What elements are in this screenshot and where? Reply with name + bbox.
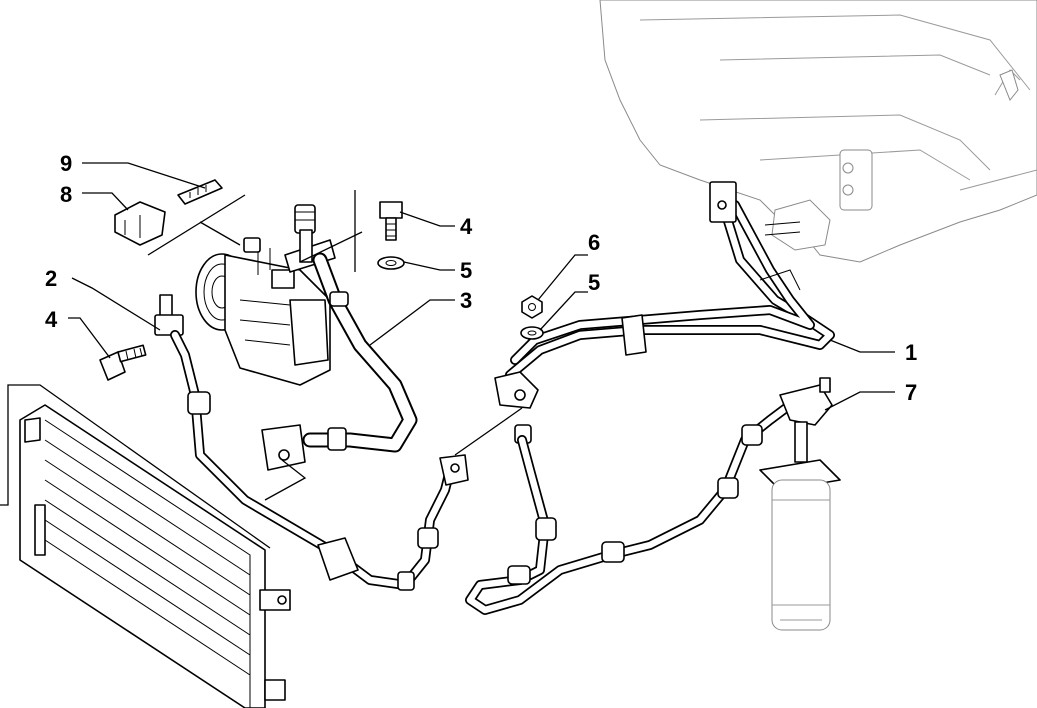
leader-8 [82, 192, 129, 211]
leader-6 [537, 254, 588, 301]
callout-5-right: 5 [588, 270, 600, 295]
callout-2: 2 [45, 266, 57, 291]
wire-harness [147, 194, 246, 256]
compressor-suction-hose [261, 252, 418, 471]
callout-6: 6 [588, 230, 600, 255]
condenser-leader [0, 384, 271, 549]
callout-4-left: 4 [45, 307, 58, 332]
compressor [195, 237, 331, 386]
leader-9 [82, 162, 206, 189]
evaporator-lines [494, 181, 835, 409]
leader-1 [829, 339, 895, 353]
leader-5a [403, 261, 455, 271]
callout-3: 3 [460, 288, 472, 313]
callout-4-top: 4 [460, 214, 473, 239]
leader-hub [454, 407, 523, 456]
leader-4b [68, 317, 111, 359]
discharge-pipe [154, 294, 469, 591]
connector-clip [177, 179, 223, 205]
condenser [19, 404, 291, 708]
leader-bracket [264, 459, 307, 501]
leader-7 [824, 391, 895, 411]
bolt-top [379, 201, 403, 241]
receiver-drier [759, 377, 841, 631]
callout-1: 1 [905, 340, 917, 365]
compressor-outlet-fitting [284, 204, 336, 273]
callout-8: 8 [60, 182, 72, 207]
liquid-line [465, 400, 795, 615]
leader-3 [369, 299, 455, 346]
bolt-left [99, 344, 147, 381]
nut [521, 295, 543, 319]
washer-top [377, 256, 405, 270]
leader-4a [399, 211, 455, 227]
leader-2 [71, 277, 161, 331]
leader-5b [539, 291, 588, 331]
washer-right [520, 326, 544, 340]
evaporator-housing [599, 0, 1037, 263]
callout-9: 9 [60, 151, 72, 176]
callout-5-top: 5 [460, 258, 472, 283]
callout-7: 7 [905, 380, 917, 405]
electrical-connector [114, 201, 166, 246]
